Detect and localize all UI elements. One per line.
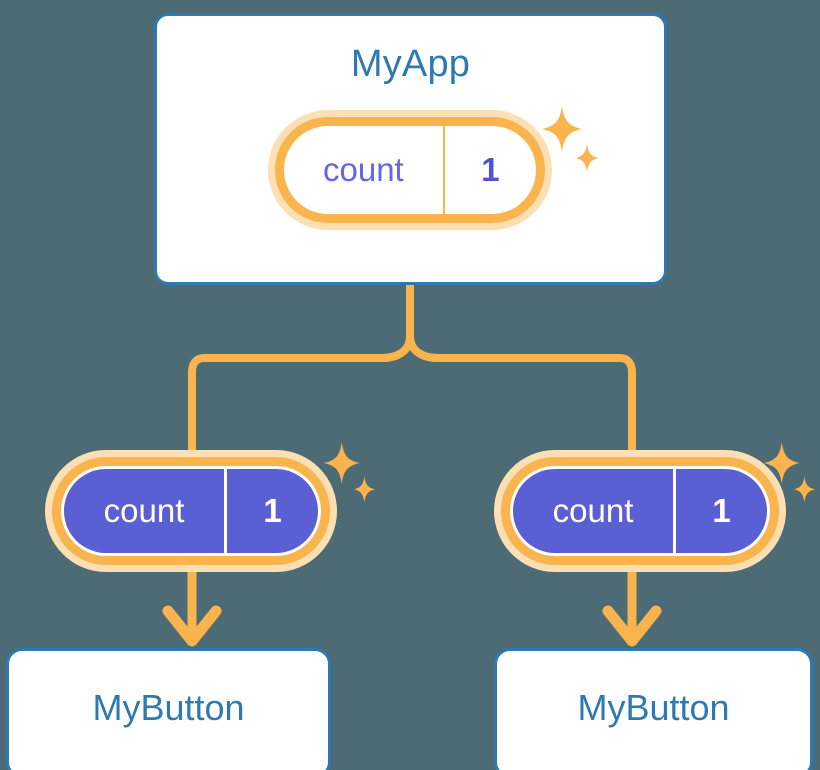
child-state-pill-right[interactable]: count 1	[494, 450, 786, 572]
my-button-card-right-label: MyButton	[577, 687, 730, 728]
app-card-title: MyApp	[350, 43, 471, 85]
child-state-pill-right-value: 1	[673, 469, 767, 553]
child-state-pill-right-inner: count 1	[510, 466, 770, 556]
my-button-card-left[interactable]: MyButton	[6, 648, 331, 770]
child-state-pill-right-ring: count 1	[501, 457, 779, 565]
fork-connector	[188, 279, 414, 456]
child-state-pill-left-value: 1	[224, 469, 318, 553]
app-state-pill-key: count	[323, 151, 404, 188]
app-state-pill-ring: count 1	[275, 117, 545, 223]
child-state-pill-left[interactable]: count 1	[45, 450, 337, 572]
app-state-pill-inner: count 1	[284, 126, 536, 214]
child-state-pill-left-key: count	[103, 492, 185, 529]
arrow-right-head	[602, 605, 662, 647]
child-state-pill-left-body: count 1	[64, 469, 318, 553]
my-button-card-left-label: MyButton	[92, 687, 245, 728]
app-state-pill-value: 1	[442, 126, 536, 214]
child-state-pill-left-ring: count 1	[52, 457, 330, 565]
child-state-pill-right-body: count 1	[513, 469, 767, 553]
fork-connector-right	[406, 332, 636, 456]
app-state-pill[interactable]: count 1	[268, 110, 552, 230]
child-state-pill-left-inner: count 1	[61, 466, 321, 556]
my-button-card-right[interactable]: MyButton	[494, 648, 813, 770]
arrow-left-head	[162, 605, 222, 647]
child-state-pill-right-key: count	[552, 492, 634, 529]
